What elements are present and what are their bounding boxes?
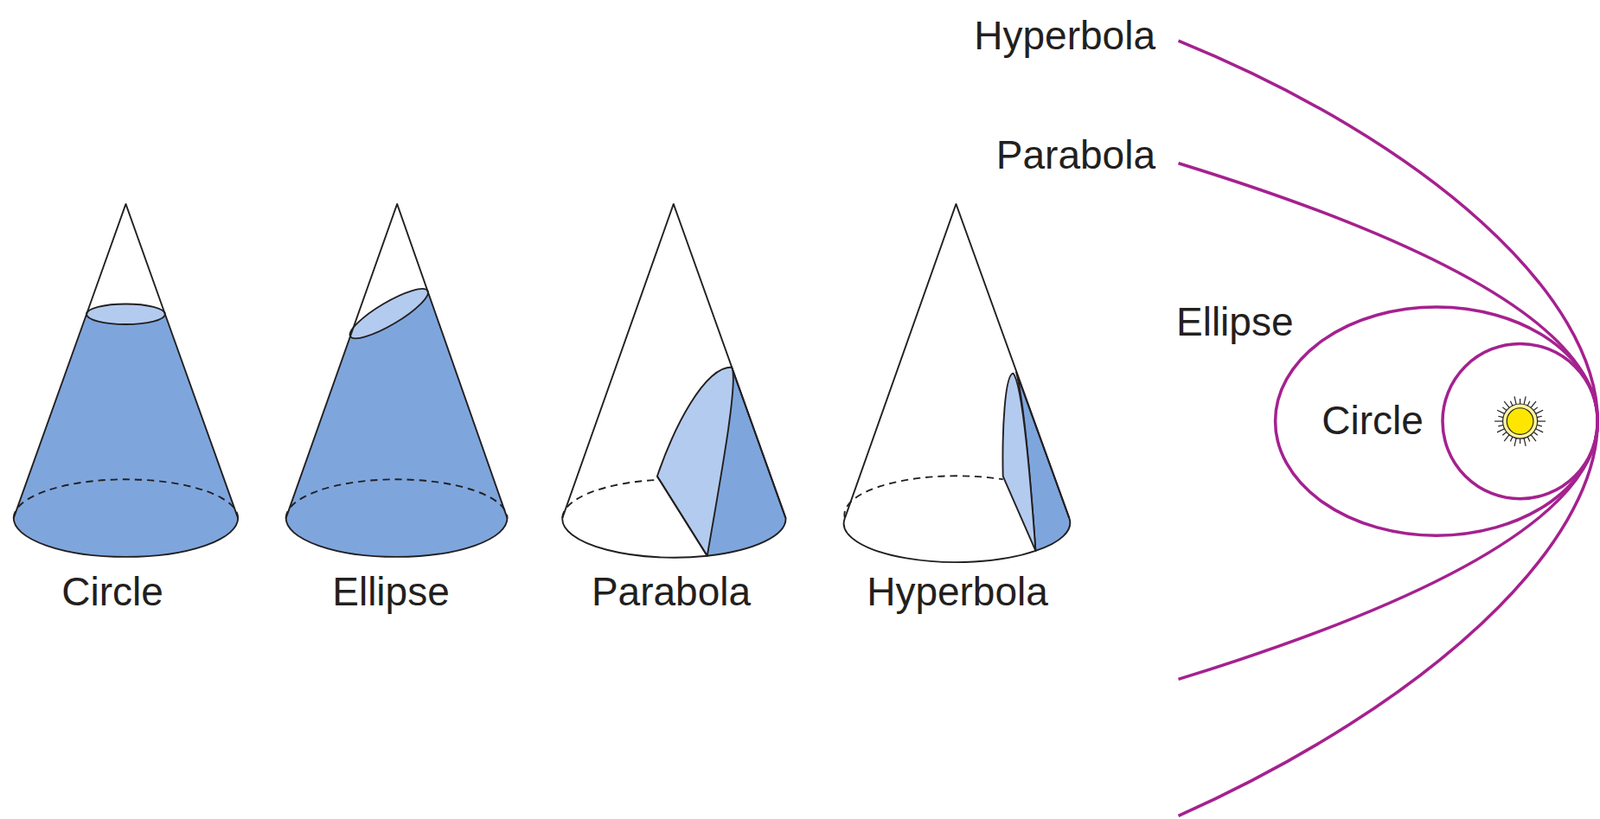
circle-orbit [1442, 343, 1598, 499]
sun-symbol [1494, 396, 1546, 446]
conic-label: Parabola [588, 569, 754, 615]
conic-label: Ellipse [1173, 300, 1297, 345]
cone-ellipse [286, 204, 508, 557]
parabola-orbit [1178, 163, 1599, 680]
sun-rays [1494, 396, 1546, 446]
cone-hyperbola [844, 204, 1071, 563]
conic-label: Hyperbola [864, 569, 1051, 615]
cone-parabola [562, 204, 786, 558]
ellipse-orbit [1275, 307, 1599, 536]
conic-label: Hyperbola [971, 13, 1159, 58]
conic-label: Circle [58, 569, 167, 615]
hyperbola-orbit [1178, 40, 1599, 816]
cone-circle [13, 204, 238, 557]
conic-label: Ellipse [329, 569, 453, 615]
conic-label: Circle [1318, 398, 1427, 443]
conic-label: Parabola [993, 133, 1159, 178]
orbits [1178, 40, 1599, 816]
